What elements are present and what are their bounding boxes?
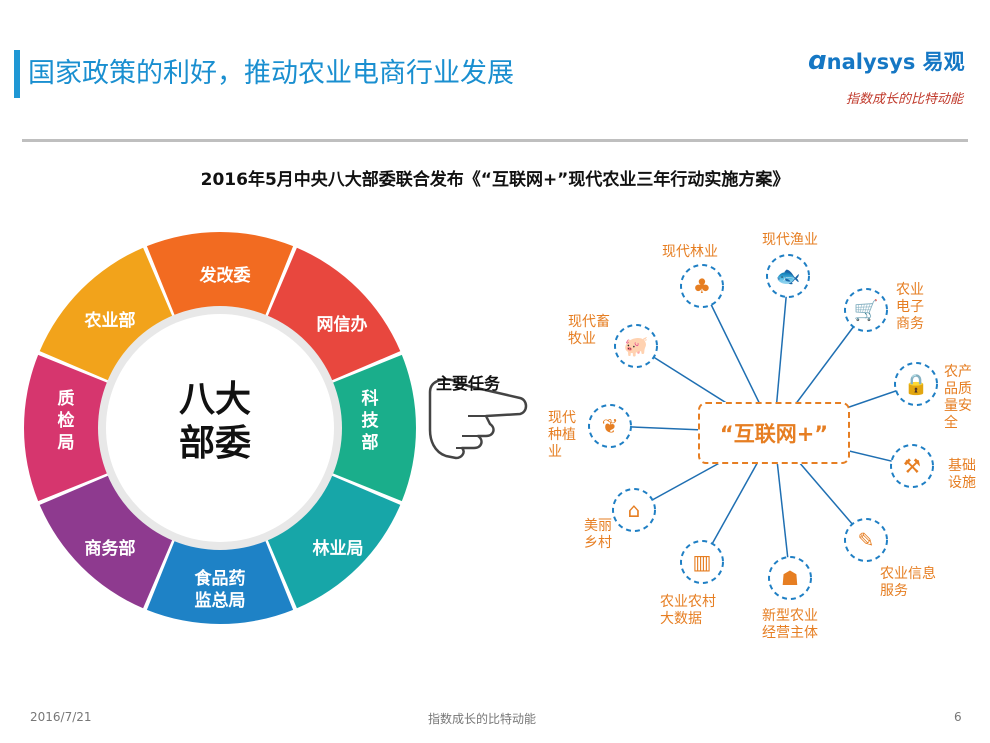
center-line-2: 部委 bbox=[178, 423, 251, 464]
task-node-label-2: 农业电子商务 bbox=[896, 282, 924, 332]
task-node-label-9: 现代种植业 bbox=[548, 410, 576, 460]
task-node-label-1: 现代渔业 bbox=[762, 232, 818, 248]
sprout-icon: ❦ bbox=[602, 414, 619, 438]
task-node-label-7: 农业农村大数据 bbox=[660, 594, 716, 627]
wheel-segment-6 bbox=[24, 354, 111, 502]
tree-icon: ♣ bbox=[693, 274, 711, 298]
task-node-label-5: 农业信息服务 bbox=[880, 566, 936, 599]
ministry-label-6: 质检局 bbox=[57, 389, 75, 453]
wheel-segment-5 bbox=[39, 474, 174, 609]
page-title: 国家政策的利好，推动农业电商行业发展 bbox=[28, 58, 514, 89]
node-ring-9 bbox=[588, 404, 632, 448]
footer-slogan: 指数成长的比特动能 bbox=[428, 712, 537, 726]
page-number: 6 bbox=[954, 710, 962, 724]
wheel-center-text: 八大 部委 bbox=[160, 378, 270, 466]
task-node-label-6: 新型农业经营主体 bbox=[762, 608, 818, 641]
node-ring-1 bbox=[766, 254, 810, 298]
house-icon: ⌂ bbox=[628, 498, 641, 522]
node-ring-10 bbox=[614, 324, 658, 368]
task-node-label-3: 农产品质量安全 bbox=[944, 364, 972, 431]
title-accent-bar bbox=[14, 50, 20, 98]
ministry-label-2: 科技部 bbox=[361, 389, 379, 453]
wheel-segment-7 bbox=[39, 247, 174, 382]
slogan: 指数成长的比特动能 bbox=[846, 92, 964, 107]
wheel-segment-2 bbox=[329, 354, 416, 502]
crane-icon: ⚒ bbox=[903, 454, 921, 478]
ministry-label-5: 商务部 bbox=[84, 539, 136, 559]
node-ring-8 bbox=[612, 488, 656, 532]
logo-a-icon: ɑ bbox=[808, 46, 827, 76]
center-line-1: 八大 bbox=[178, 379, 251, 420]
presenter-icon: ☗ bbox=[781, 566, 799, 590]
wheel-segment-0 bbox=[146, 232, 294, 319]
ministry-label-0: 发改委 bbox=[199, 266, 251, 286]
wheel-segment-4 bbox=[146, 537, 294, 624]
header-divider bbox=[22, 139, 968, 142]
task-node-label-4: 基础设施 bbox=[948, 458, 976, 491]
logo-text: nalysys bbox=[826, 50, 916, 74]
pig-icon: 🐖 bbox=[624, 334, 649, 358]
ministry-label-3: 林业局 bbox=[312, 539, 364, 559]
node-ring-7 bbox=[680, 540, 724, 584]
pointing-hand-icon bbox=[428, 378, 528, 460]
node-ring-5 bbox=[844, 518, 888, 562]
wheel-center bbox=[106, 314, 334, 542]
shopping-cart-icon: 🛒 bbox=[854, 298, 879, 322]
ministry-label-1: 网信办 bbox=[316, 315, 368, 335]
wheel-segment-3 bbox=[266, 474, 401, 609]
node-ring-2 bbox=[844, 288, 888, 332]
node-ring-4 bbox=[890, 444, 934, 488]
footer-date: 2016/7/21 bbox=[30, 710, 92, 724]
bar-chart-icon: ▥ bbox=[693, 550, 712, 574]
main-tasks-label: 主要任务 bbox=[436, 374, 501, 393]
analysys-logo: ɑnalysys 易观 bbox=[808, 46, 965, 76]
ministry-label-4: 食品药监总局 bbox=[194, 569, 246, 611]
fish-icon: 🐟 bbox=[776, 264, 801, 288]
node-ring-6 bbox=[768, 556, 812, 600]
task-node-label-0: 现代林业 bbox=[662, 244, 718, 260]
lock-icon: 🔒 bbox=[904, 372, 929, 396]
wheel-segment-1 bbox=[266, 247, 401, 382]
ministry-label-7: 农业部 bbox=[84, 311, 136, 331]
task-node-label-8: 美丽乡村 bbox=[584, 518, 612, 551]
logo-cn: 易观 bbox=[922, 50, 965, 74]
node-ring-0 bbox=[680, 264, 724, 308]
node-ring-3 bbox=[894, 362, 938, 406]
info-service-icon: ✎ bbox=[858, 528, 875, 552]
ministry-wheel bbox=[24, 232, 416, 624]
task-node-label-10: 现代畜牧业 bbox=[568, 314, 610, 347]
internet-plus-hub: “互联网+” bbox=[698, 402, 850, 464]
task-nodes: ♣ 🐟 🛒 🔒 ⚒ ✎ ☗ ▥ ⌂ ❦ 🐖 bbox=[588, 254, 938, 600]
subtitle: 2016年5月中央八大部委联合发布《“互联网+”现代农业三年行动实施方案》 bbox=[200, 170, 790, 190]
